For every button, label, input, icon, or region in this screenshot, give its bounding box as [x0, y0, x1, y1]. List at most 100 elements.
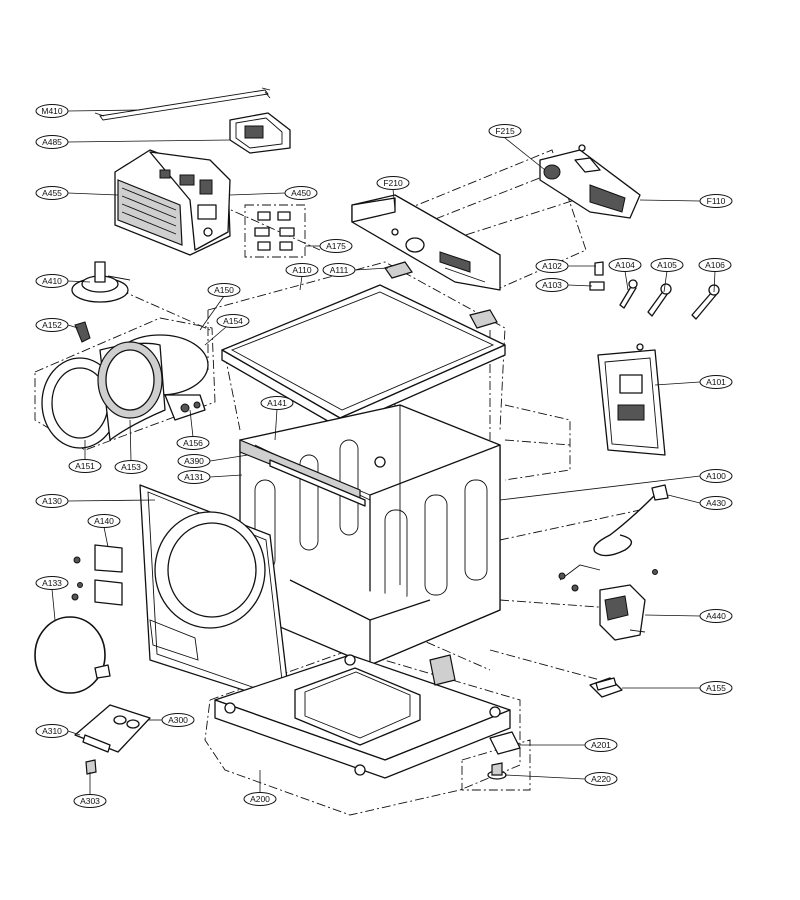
svg-text:A102: A102 [542, 261, 562, 271]
tub-front-part [41, 334, 209, 449]
callout-A103: A103 [535, 278, 569, 292]
callout-A450: A450 [284, 186, 318, 200]
svg-text:A105: A105 [657, 260, 677, 270]
hinge-piece-part [74, 321, 91, 343]
base-part [214, 654, 511, 779]
svg-text:A151: A151 [75, 461, 95, 471]
callout-A430: A430 [699, 496, 733, 510]
service-cover-part [74, 704, 151, 775]
svg-text:A155: A155 [706, 683, 726, 693]
svg-text:A303: A303 [80, 796, 100, 806]
svg-text:A110: A110 [292, 265, 311, 275]
svg-text:A140: A140 [94, 516, 114, 526]
callout-A151: A151 [68, 459, 102, 473]
svg-text:A200: A200 [250, 794, 270, 804]
callout-A150: A150 [207, 283, 241, 297]
svg-text:A440: A440 [706, 611, 726, 621]
callout-F210: F210 [376, 176, 410, 190]
svg-text:A455: A455 [42, 188, 62, 198]
callout-A154: A154 [216, 314, 250, 328]
svg-text:A175: A175 [326, 241, 346, 251]
svg-text:A300: A300 [168, 715, 188, 725]
wire-clip-part [94, 87, 271, 121]
main-pcb-part [114, 149, 231, 256]
callout-A133: A133 [35, 576, 69, 590]
small-fittings-part [589, 261, 605, 291]
callout-A455: A455 [35, 186, 69, 200]
svg-text:A390: A390 [184, 456, 204, 466]
svg-text:A130: A130 [42, 496, 62, 506]
svg-text:A101: A101 [706, 377, 726, 387]
callout-A201: A201 [584, 738, 618, 752]
power-cord-part [558, 484, 669, 592]
svg-text:M410: M410 [41, 106, 63, 116]
callout-A152: A152 [35, 318, 69, 332]
pcb-cover-part [229, 112, 291, 154]
callout-A141: A141 [260, 396, 294, 410]
callout-A156: A156 [176, 436, 210, 450]
svg-text:F110: F110 [707, 196, 726, 206]
callout-A220: A220 [584, 772, 618, 786]
pressure-switch-part [71, 261, 131, 303]
callout-A300: A300 [161, 713, 195, 727]
callout-A440: A440 [699, 609, 733, 623]
svg-text:A100: A100 [706, 471, 726, 481]
connector-clips-part [254, 211, 295, 251]
front-panel-part [139, 484, 291, 706]
callout-A410: A410 [35, 274, 69, 288]
filter-cap-part [589, 677, 623, 698]
drain-pump-part [599, 584, 646, 641]
svg-text:A201: A201 [591, 740, 611, 750]
svg-text:A450: A450 [291, 188, 311, 198]
door-hinge-part [71, 544, 123, 606]
svg-text:A410: A410 [42, 276, 62, 286]
valve-pins-part [619, 279, 720, 320]
callout-A200: A200 [243, 792, 277, 806]
display-pcb-part [539, 144, 641, 219]
svg-text:A310: A310 [42, 726, 62, 736]
svg-text:A103: A103 [542, 280, 562, 290]
top-cover-clips-part [384, 261, 498, 329]
svg-text:A104: A104 [615, 260, 635, 270]
callout-A390: A390 [177, 454, 211, 468]
callout-labels: M410 A485 A455 A450 F215 F210 F110 A175 … [35, 104, 733, 808]
callout-A102: A102 [535, 259, 569, 273]
svg-text:A154: A154 [223, 316, 243, 326]
callout-A303: A303 [73, 794, 107, 808]
callout-A310: A310 [35, 724, 69, 738]
callout-leaders [51, 109, 716, 795]
svg-text:A485: A485 [42, 137, 62, 147]
svg-text:A430: A430 [706, 498, 726, 508]
svg-text:A220: A220 [591, 774, 611, 784]
svg-text:A153: A153 [121, 462, 141, 472]
callout-A485: A485 [35, 135, 69, 149]
callout-A155: A155 [699, 681, 733, 695]
callout-A140: A140 [87, 514, 121, 528]
leveling-feet-part [487, 731, 521, 780]
callout-A101: A101 [699, 375, 733, 389]
callout-M410: M410 [35, 104, 69, 118]
svg-text:A152: A152 [42, 320, 62, 330]
callout-A131: A131 [177, 470, 211, 484]
svg-text:A106: A106 [705, 260, 725, 270]
svg-text:A156: A156 [183, 438, 203, 448]
svg-text:A150: A150 [214, 285, 234, 295]
callout-A111: A111 [322, 263, 356, 277]
callout-F215: F215 [488, 124, 522, 138]
svg-text:A141: A141 [267, 398, 287, 408]
callout-A105: A105 [650, 258, 684, 272]
callout-A110: A110 [285, 263, 319, 277]
svg-text:F215: F215 [495, 126, 515, 136]
callout-A130: A130 [35, 494, 69, 508]
callout-F110: F110 [699, 194, 733, 208]
callout-A175: A175 [319, 239, 353, 253]
back-cover-part [597, 343, 666, 456]
clamp-ring-part [34, 616, 111, 694]
svg-text:F210: F210 [383, 178, 403, 188]
svg-text:A111: A111 [330, 265, 349, 275]
callout-A104: A104 [608, 258, 642, 272]
svg-text:A131: A131 [184, 472, 204, 482]
control-panel-part [351, 194, 501, 291]
cabinet-part [239, 404, 501, 666]
